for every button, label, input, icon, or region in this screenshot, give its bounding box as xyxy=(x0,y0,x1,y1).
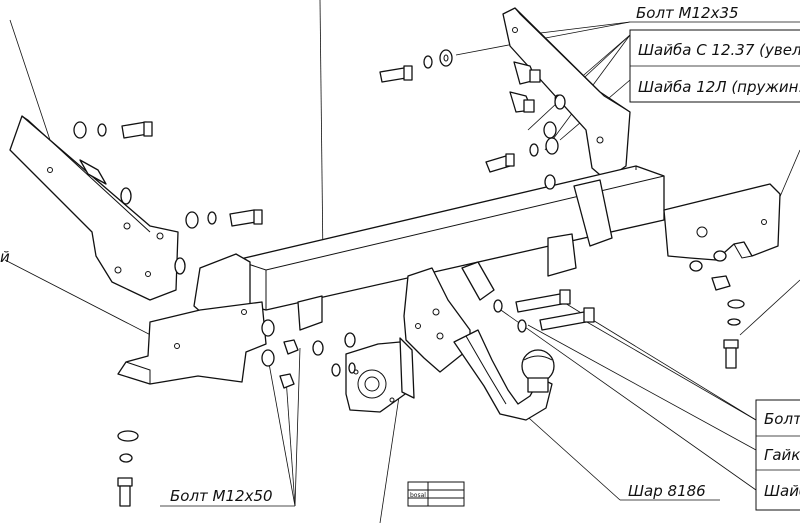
label-box-bolt-m12x35: Болт М12х35 xyxy=(630,4,800,23)
socket-plate xyxy=(345,337,415,413)
label-bolt-right: Болт xyxy=(764,410,800,428)
right-end-plate xyxy=(663,183,781,261)
label-left-partial: й xyxy=(0,248,10,266)
bosal-logo: bosal xyxy=(410,492,426,499)
cross-beam xyxy=(193,165,665,331)
label-bolt-m12x50: Болт М12х50 xyxy=(170,487,273,505)
tow-ball-assembly xyxy=(453,329,555,421)
label-ball-8186: Шар 8186 xyxy=(628,482,706,500)
label-washer-12l: Шайба 12Л (пружин.) xyxy=(638,78,800,96)
left-beam-bracket xyxy=(117,301,267,385)
label-box-washers: Шайба С 12.37 (увел Шайба 12Л (пружин.) xyxy=(629,29,800,103)
left-vehicle-bracket xyxy=(9,115,179,301)
label-box-right: Болт Гайк Шайб xyxy=(755,399,800,511)
fasteners xyxy=(73,49,745,507)
label-nut-right: Гайк xyxy=(764,446,800,464)
label-washer-c1237: Шайба С 12.37 (увел xyxy=(638,41,800,59)
label-bolt-m12x50-group: Болт М12х50 xyxy=(160,487,295,507)
label-washer-right: Шайб xyxy=(764,482,800,500)
label-bolt-m12x35: Болт М12х35 xyxy=(636,4,739,22)
label-ball-8186-group: Шар 8186 xyxy=(620,482,720,501)
tow-center-bracket xyxy=(403,261,495,373)
title-block: bosal xyxy=(407,481,465,507)
